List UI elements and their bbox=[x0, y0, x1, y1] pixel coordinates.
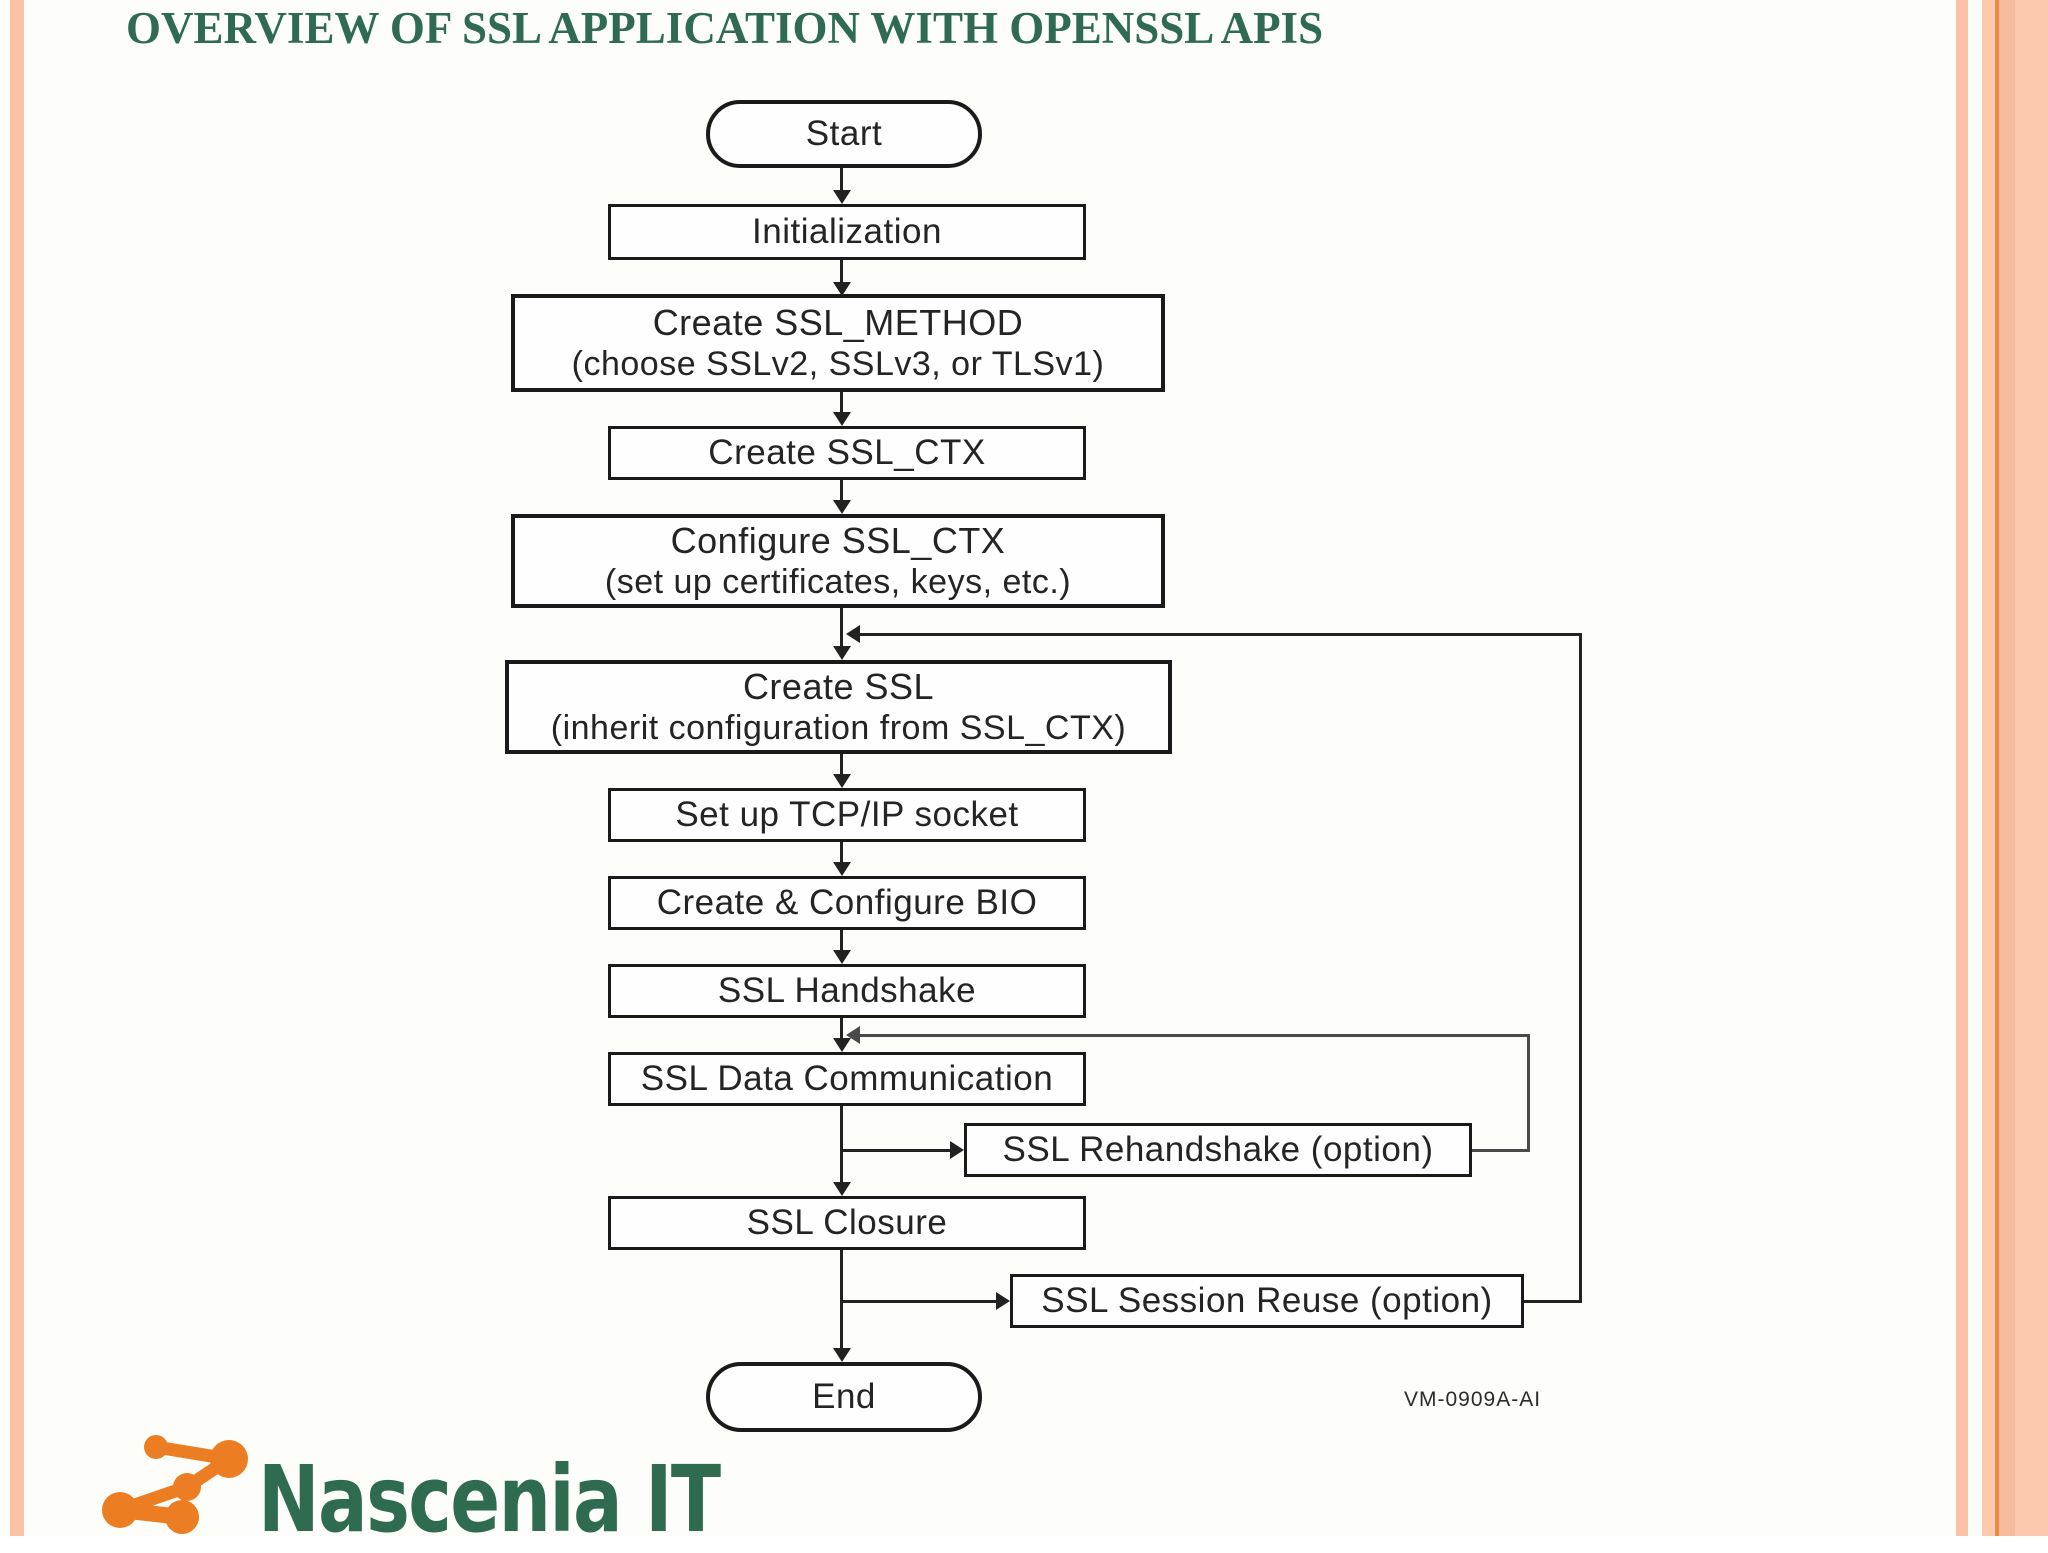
arrowhead-into-configure-ssl-ctx bbox=[833, 500, 851, 514]
arrowhead-into-create-ssl-method bbox=[833, 282, 851, 296]
edge-configure-create-ssl bbox=[840, 608, 843, 648]
right-border-band bbox=[1982, 0, 2048, 1536]
flow-node-end: End bbox=[706, 1362, 982, 1432]
nascenia-logo-molecule-icon bbox=[102, 1435, 248, 1534]
arrowhead-into-create-ssl-ctx bbox=[833, 412, 851, 426]
arrowhead-rehandshake-loop bbox=[846, 1026, 860, 1044]
edge-socket-bio bbox=[840, 842, 843, 864]
flow-node-configure-ssl-ctx-sub: (set up certificates, keys, etc.) bbox=[604, 563, 1072, 602]
flow-node-ssl-handshake-label: SSL Handshake bbox=[717, 971, 977, 1010]
edge-closure-end bbox=[840, 1250, 843, 1350]
flow-node-end-label: End bbox=[812, 1377, 876, 1416]
arrowhead-into-initialization bbox=[833, 190, 851, 204]
arrowhead-into-closure bbox=[833, 1182, 851, 1196]
flow-node-initialization-label: Initialization bbox=[752, 212, 942, 251]
arrowhead-into-create-ssl bbox=[833, 646, 851, 660]
loop-session-reuse-exit bbox=[1524, 1300, 1582, 1303]
flow-node-ssl-closure-label: SSL Closure bbox=[746, 1203, 948, 1242]
arrowhead-into-bio bbox=[833, 862, 851, 876]
flow-node-ssl-closure: SSL Closure bbox=[608, 1196, 1086, 1250]
flow-node-create-configure-bio: Create & Configure BIO bbox=[608, 876, 1086, 930]
flow-node-create-ssl-ctx: Create SSL_CTX bbox=[608, 426, 1086, 480]
loop-session-reuse-return bbox=[860, 633, 1582, 636]
loop-session-reuse-vertical bbox=[1579, 633, 1582, 1303]
flow-node-ssl-data-communication-label: SSL Data Communication bbox=[640, 1059, 1054, 1098]
flow-node-ssl-session-reuse-label: SSL Session Reuse (option) bbox=[1041, 1281, 1493, 1320]
arrowhead-into-end bbox=[833, 1348, 851, 1362]
right-border-orange-line bbox=[1995, 0, 1999, 1536]
flow-node-ssl-session-reuse: SSL Session Reuse (option) bbox=[1010, 1274, 1524, 1328]
page-title: OVERVIEW OF SSL APPLICATION WITH OPENSSL… bbox=[126, 3, 1324, 53]
flow-node-create-ssl-label: Create SSL bbox=[742, 666, 935, 707]
arrowhead-session-reuse-loop bbox=[846, 625, 860, 643]
edge-datacomm-closure bbox=[840, 1106, 843, 1184]
loop-rehandshake-return bbox=[860, 1034, 1530, 1037]
edge-create-ssl-socket bbox=[840, 754, 843, 776]
nascenia-logo-text: Nascenia IT bbox=[258, 1446, 721, 1553]
flow-node-setup-tcpip-socket-label: Set up TCP/IP socket bbox=[675, 795, 1019, 834]
arrowhead-into-session-reuse bbox=[996, 1292, 1010, 1310]
flow-node-ssl-handshake: SSL Handshake bbox=[608, 964, 1086, 1018]
flow-node-setup-tcpip-socket: Set up TCP/IP socket bbox=[608, 788, 1086, 842]
edge-bio-handshake bbox=[840, 930, 843, 952]
figure-id-label: VM-0909A-AI bbox=[1404, 1388, 1542, 1411]
edge-method-ctx bbox=[840, 392, 843, 414]
edge-handshake-datacomm bbox=[840, 1018, 843, 1040]
flow-node-create-ssl-sub: (inherit configuration from SSL_CTX) bbox=[550, 709, 1127, 748]
flow-node-configure-ssl-ctx: Configure SSL_CTX (set up certificates, … bbox=[511, 514, 1165, 608]
edge-datacomm-rehandshake bbox=[842, 1149, 950, 1152]
flow-node-create-configure-bio-label: Create & Configure BIO bbox=[656, 883, 1038, 922]
left-border-stripe bbox=[10, 0, 24, 1536]
edge-closure-session-reuse bbox=[842, 1300, 996, 1303]
flow-node-configure-ssl-ctx-label: Configure SSL_CTX bbox=[670, 520, 1006, 561]
edge-start-initialization bbox=[840, 168, 843, 192]
flow-node-start-label: Start bbox=[805, 114, 883, 153]
edge-ctx-configure bbox=[840, 480, 843, 502]
arrowhead-into-rehandshake bbox=[950, 1141, 964, 1159]
flow-node-initialization: Initialization bbox=[608, 204, 1086, 260]
arrowhead-into-handshake bbox=[833, 950, 851, 964]
flow-node-create-ssl-method-label: Create SSL_METHOD bbox=[652, 302, 1024, 343]
flow-node-start: Start bbox=[706, 100, 982, 168]
flow-node-ssl-rehandshake: SSL Rehandshake (option) bbox=[964, 1123, 1472, 1177]
loop-rehandshake-vertical bbox=[1527, 1035, 1530, 1151]
flow-node-ssl-data-communication: SSL Data Communication bbox=[608, 1052, 1086, 1106]
flow-node-create-ssl-method-sub: (choose SSLv2, SSLv3, or TLSv1) bbox=[571, 345, 1105, 384]
edge-initialization-method bbox=[840, 260, 843, 284]
arrowhead-into-socket bbox=[833, 774, 851, 788]
right-border-dark-band bbox=[1999, 0, 2015, 1536]
loop-rehandshake-exit bbox=[1472, 1149, 1530, 1152]
flow-node-ssl-rehandshake-label: SSL Rehandshake (option) bbox=[1002, 1130, 1434, 1169]
right-border-thin-stripe bbox=[1956, 0, 1968, 1536]
flow-node-create-ssl-ctx-label: Create SSL_CTX bbox=[708, 433, 986, 472]
flow-node-create-ssl-method: Create SSL_METHOD (choose SSLv2, SSLv3, … bbox=[511, 294, 1165, 392]
flow-node-create-ssl: Create SSL (inherit configuration from S… bbox=[505, 660, 1172, 754]
